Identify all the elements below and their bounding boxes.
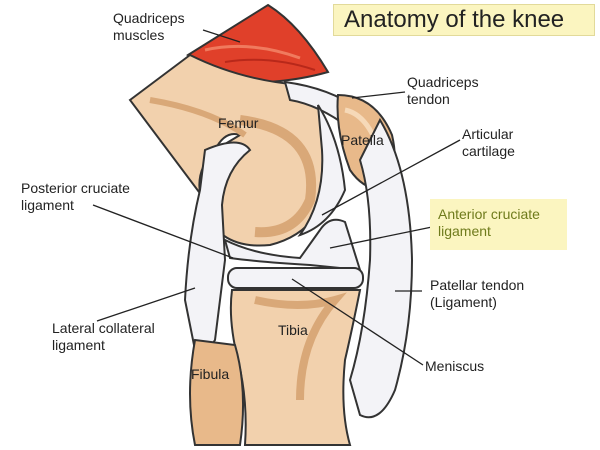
tibia-shape <box>229 289 362 446</box>
label-patella: Patella <box>341 132 384 148</box>
label-posterior-cruciate-ligament: Posterior cruciate ligament <box>21 180 130 213</box>
label-femur: Femur <box>218 115 259 131</box>
patellar-tendon-shape <box>348 117 414 419</box>
label-tibia: Tibia <box>278 322 308 338</box>
anterior-cruciate-highlight <box>430 199 567 250</box>
cruciate-ligaments-shape <box>223 218 362 272</box>
label-articular-cartilage: Articular cartilage <box>462 126 515 159</box>
posterior-ligament-shape <box>183 141 252 353</box>
label-quadriceps-muscles: Quadriceps muscles <box>113 10 185 43</box>
leader-lines <box>92 29 461 366</box>
label-anterior-cruciate-ligament: Anterior cruciate ligament <box>438 206 540 239</box>
label-quadriceps-tendon: Quadriceps tendon <box>407 74 479 107</box>
label-meniscus: Meniscus <box>425 358 485 374</box>
label-patellar-tendon: Patellar tendon (Ligament) <box>430 277 525 310</box>
meniscus-shape <box>227 267 364 289</box>
label-fibula: Fibula <box>191 366 230 382</box>
label-lateral-collateral-ligament: Lateral collateral ligament <box>52 320 155 353</box>
diagram-title: Anatomy of the knee <box>333 4 595 36</box>
fibula-shape <box>189 338 245 446</box>
articular-cartilage-shape <box>297 104 347 237</box>
